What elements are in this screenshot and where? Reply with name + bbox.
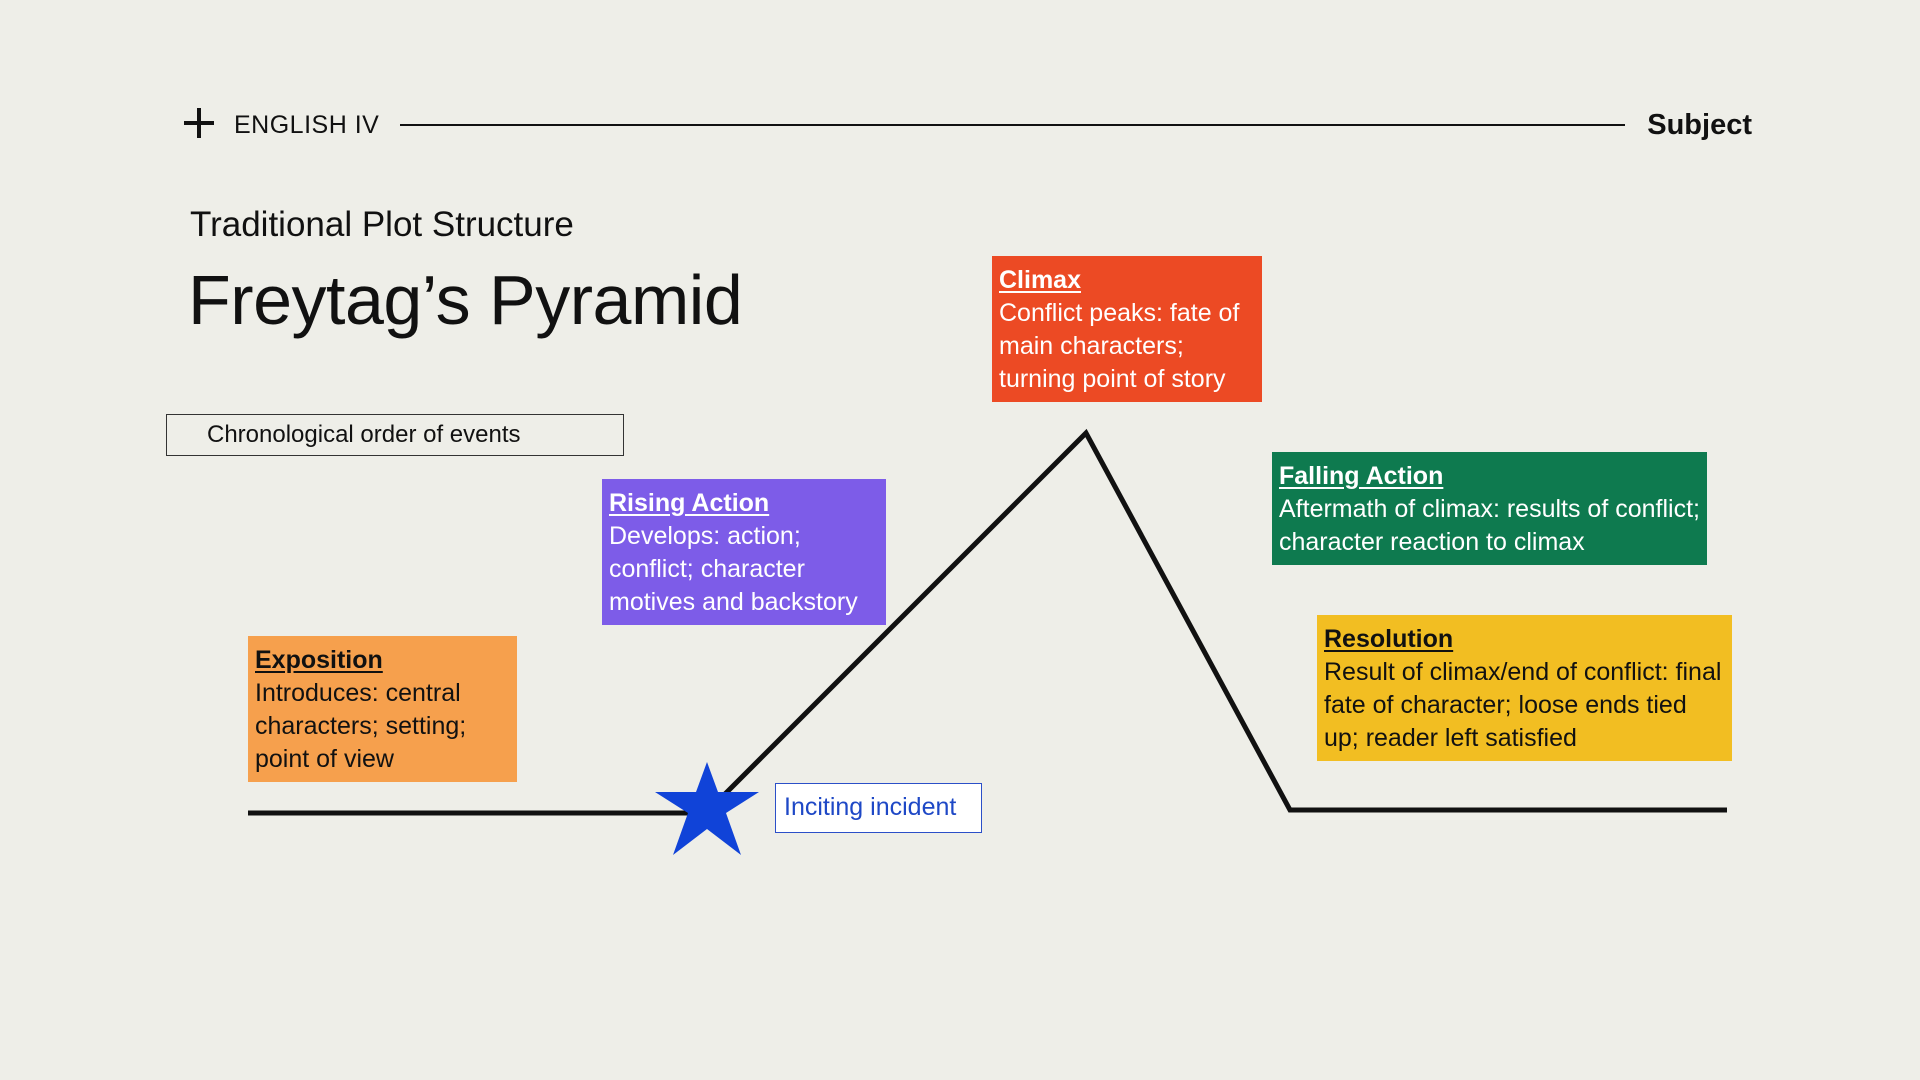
page-title: Freytag’s Pyramid [188, 261, 743, 339]
plot-line [248, 428, 1727, 816]
resolution-card: Resolution Result of climax/end of confl… [1317, 615, 1732, 761]
page-subtitle: Traditional Plot Structure [190, 205, 574, 244]
resolution-heading: Resolution [1324, 625, 1454, 653]
climax-card: Climax Conflict peaks: fate of main char… [992, 256, 1262, 402]
exposition-description: Introduces: central characters; setting;… [255, 679, 467, 773]
exposition-heading: Exposition [255, 646, 383, 674]
rising-action-description: Develops: action; conflict; character mo… [609, 522, 858, 616]
course-label: ENGLISH IV [234, 111, 380, 139]
header-divider [400, 124, 1625, 126]
inciting-incident-label: Inciting incident [775, 783, 982, 833]
resolution-description: Result of climax/end of conflict: final … [1324, 658, 1722, 752]
climax-description: Conflict peaks: fate of main characters;… [999, 299, 1240, 393]
falling-action-heading: Falling Action [1279, 462, 1444, 490]
rising-action-card: Rising Action Develops: action; conflict… [602, 479, 886, 625]
falling-action-description: Aftermath of climax: results of conflict… [1279, 495, 1700, 556]
falling-action-card: Falling Action Aftermath of climax: resu… [1272, 452, 1707, 565]
rising-action-heading: Rising Action [609, 489, 770, 517]
climax-heading: Climax [999, 266, 1081, 294]
subject-label: Subject [1647, 109, 1752, 141]
chronology-label: Chronological order of events [166, 414, 624, 456]
star-icon [655, 762, 759, 855]
exposition-card: Exposition Introduces: central character… [248, 636, 517, 782]
plus-icon [184, 108, 214, 138]
